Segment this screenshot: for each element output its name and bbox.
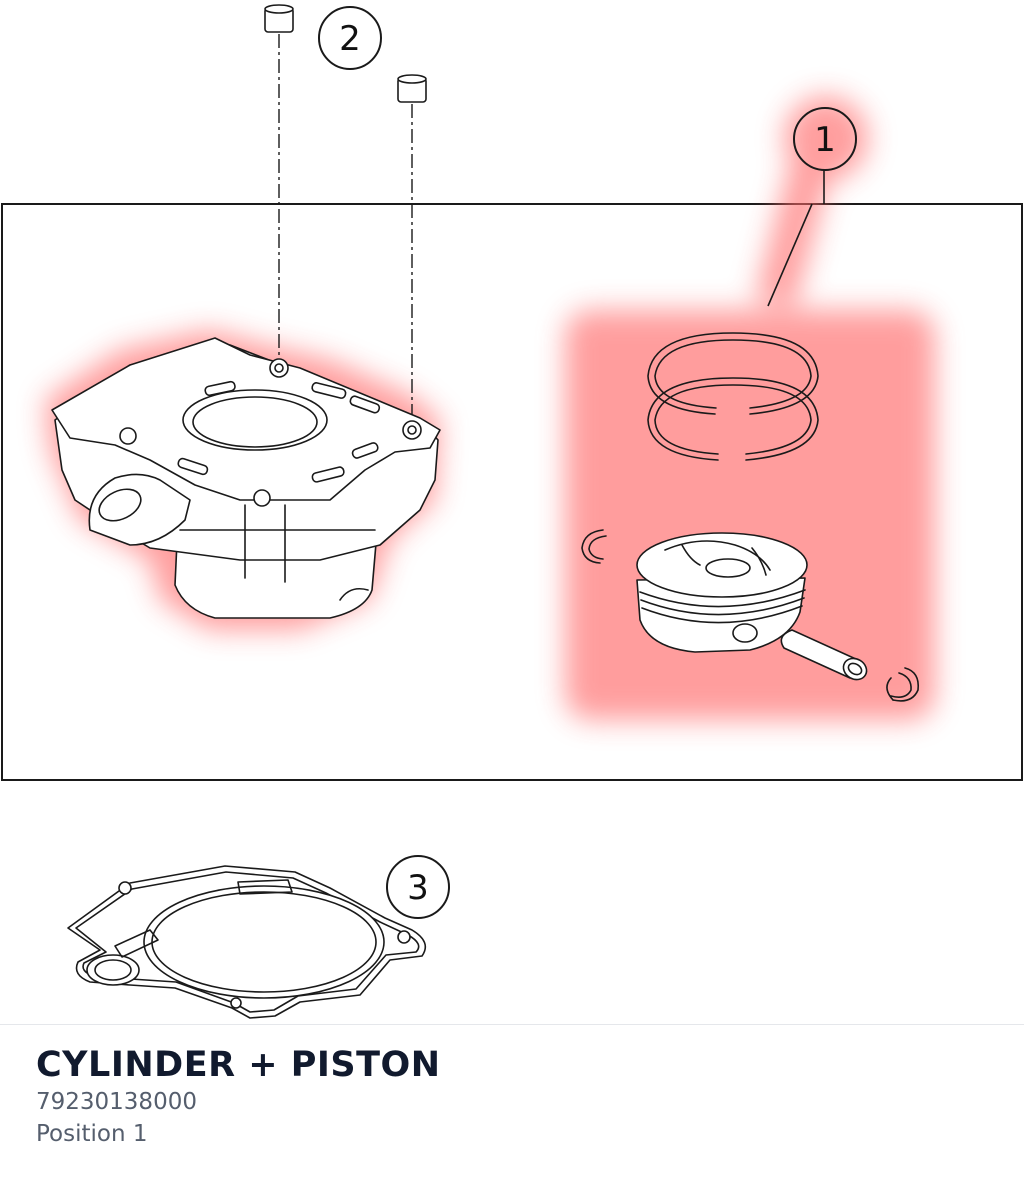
circlip-left[interactable]: [581, 529, 607, 564]
piston-ring-lower[interactable]: [647, 377, 819, 461]
svg-text:2: 2: [339, 19, 361, 59]
part-info-panel: CYLINDER + PISTON 79230138000 Position 1: [0, 1024, 1024, 1177]
piston-pin[interactable]: [780, 629, 870, 684]
dowel-pin-left[interactable]: [264, 4, 294, 33]
exploded-parts-diagram: 1 2 3: [1, 4, 1023, 1019]
cylinder[interactable]: [51, 337, 441, 619]
svg-text:3: 3: [407, 868, 429, 908]
piston[interactable]: [636, 532, 808, 653]
part-title: CYLINDER + PISTON: [36, 1045, 441, 1085]
cylinder-head-gasket[interactable]: [67, 865, 427, 1019]
part-position: Position 1: [36, 1121, 148, 1147]
svg-text:1: 1: [814, 120, 836, 160]
assembly-frame: [1, 203, 1023, 781]
callout-2[interactable]: 2: [318, 6, 382, 70]
piston-ring-upper[interactable]: [647, 332, 819, 415]
callout-1[interactable]: 1: [793, 107, 857, 171]
callout-3[interactable]: 3: [386, 855, 450, 919]
callout-1-leader-part: [767, 203, 813, 307]
dowel-pin-right[interactable]: [397, 74, 427, 103]
circlip-right[interactable]: [886, 667, 920, 702]
part-number: 79230138000: [36, 1089, 197, 1115]
